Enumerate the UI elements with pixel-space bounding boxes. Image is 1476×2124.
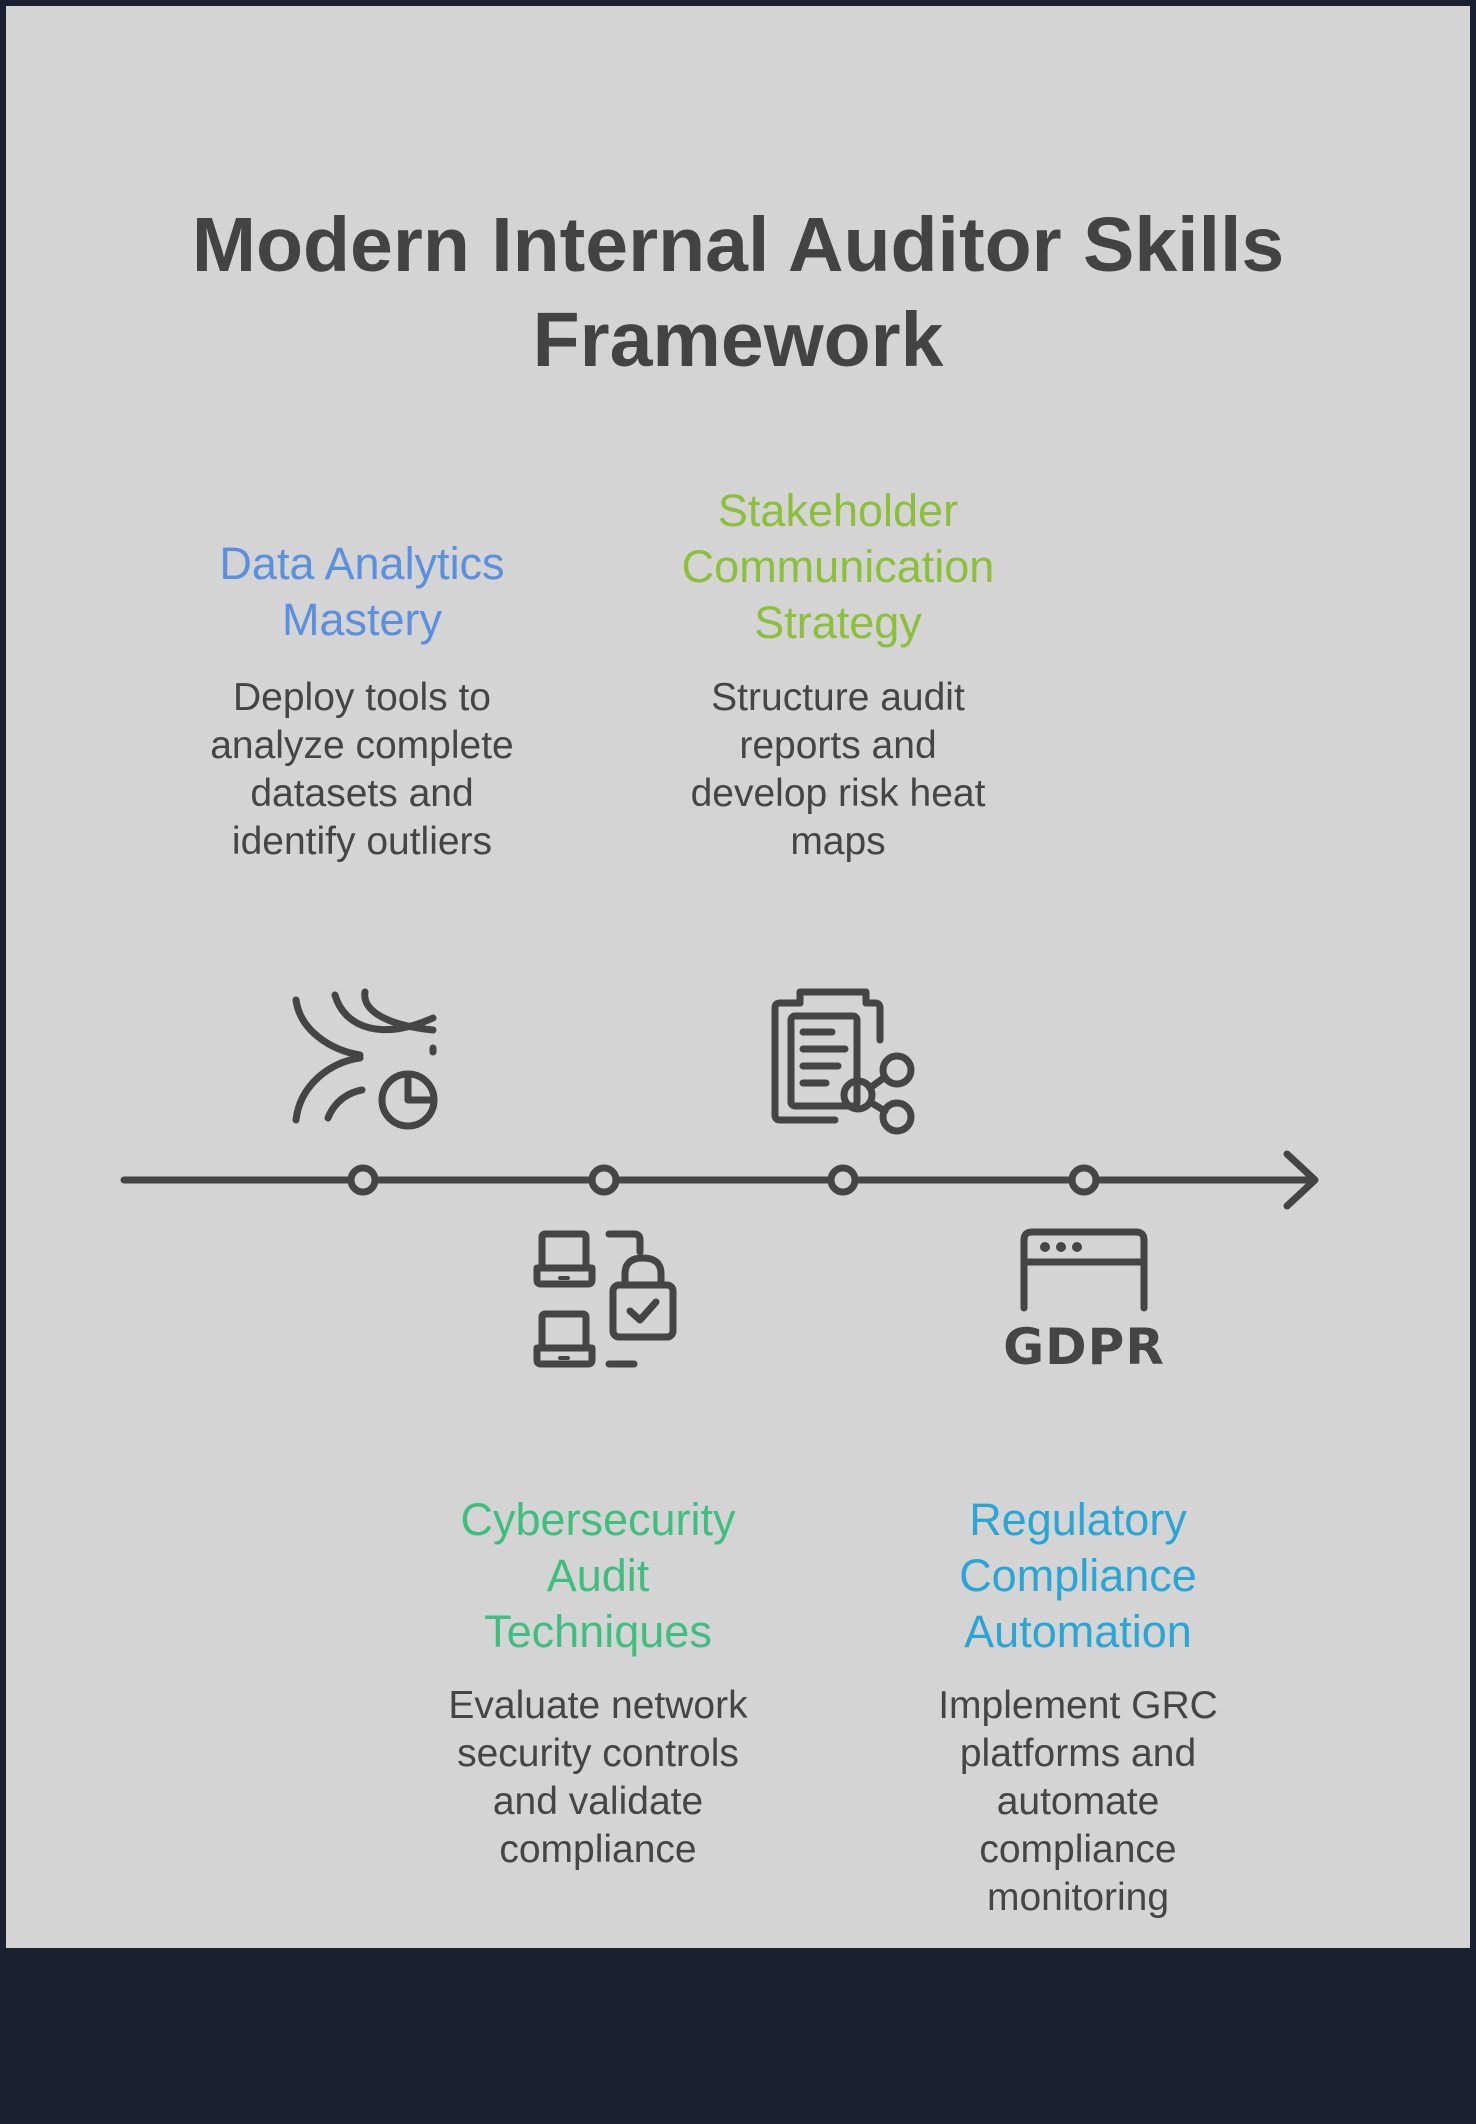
item-description-data-analytics: Deploy tools to analyze complete dataset… bbox=[172, 674, 552, 866]
clipboard-share-icon bbox=[771, 988, 915, 1135]
heading-line: Mastery bbox=[281, 594, 443, 645]
description-line: reports and bbox=[739, 724, 937, 767]
description-line: compliance bbox=[499, 1828, 697, 1871]
description-line: platforms and bbox=[959, 1732, 1197, 1775]
gdpr-browser-icon bbox=[1020, 1228, 1148, 1312]
description-line: datasets and bbox=[250, 772, 474, 815]
description-line: and validate bbox=[492, 1780, 704, 1823]
title-line-2: Framework bbox=[532, 297, 944, 383]
heading-line: Regulatory bbox=[969, 1494, 1187, 1545]
item-description-cybersecurity: Evaluate network security controls and v… bbox=[408, 1682, 788, 1874]
timeline-arrowhead bbox=[1283, 1150, 1319, 1210]
heading-line: Data Analytics bbox=[219, 538, 505, 589]
item-description-stakeholder: Structure audit reports and develop risk… bbox=[648, 674, 1028, 866]
heading-line: Stakeholder bbox=[717, 485, 959, 536]
heading-line: Audit bbox=[546, 1550, 650, 1601]
gdpr-label: GDPR bbox=[1003, 1318, 1165, 1376]
description-line: Evaluate network bbox=[448, 1684, 748, 1727]
item-heading-data-analytics: Data Analytics Mastery bbox=[172, 536, 552, 648]
heading-line: Automation bbox=[964, 1606, 1192, 1657]
laptop-keyhole-dots bbox=[558, 1276, 570, 1360]
description-line: security controls bbox=[457, 1732, 739, 1775]
laptop-lock-icon bbox=[533, 1230, 677, 1368]
timeline-marker-2 bbox=[588, 1164, 620, 1196]
heading-line: Strategy bbox=[754, 597, 922, 648]
page-title: Modern Internal Auditor Skills Framework bbox=[0, 198, 1476, 388]
timeline-marker-1 bbox=[347, 1164, 379, 1196]
title-line-1: Modern Internal Auditor Skills bbox=[191, 202, 1285, 288]
item-heading-stakeholder: Stakeholder Communication Strategy bbox=[648, 483, 1028, 651]
browser-dots bbox=[1040, 1242, 1082, 1252]
heading-line: Compliance bbox=[959, 1550, 1197, 1601]
heading-line: Communication bbox=[681, 541, 995, 592]
description-line: Deploy tools to bbox=[233, 676, 491, 719]
heading-line: Cybersecurity bbox=[460, 1494, 736, 1545]
description-line: Implement GRC bbox=[938, 1684, 1218, 1727]
description-line: monitoring bbox=[986, 1876, 1170, 1919]
timeline-marker-3 bbox=[827, 1164, 859, 1196]
description-line: identify outliers bbox=[231, 820, 493, 863]
description-line: analyze complete bbox=[210, 724, 514, 767]
description-line: automate bbox=[996, 1780, 1160, 1823]
description-line: develop risk heat bbox=[690, 772, 986, 815]
timeline-marker-4 bbox=[1068, 1164, 1100, 1196]
description-line: maps bbox=[790, 820, 886, 863]
description-line: compliance bbox=[979, 1828, 1177, 1871]
item-heading-regulatory: Regulatory Compliance Automation bbox=[888, 1492, 1268, 1660]
data-analytics-icon bbox=[292, 988, 438, 1130]
item-description-regulatory: Implement GRC platforms and automate com… bbox=[888, 1682, 1268, 1922]
item-heading-cybersecurity: Cybersecurity Audit Techniques bbox=[408, 1492, 788, 1660]
heading-line: Techniques bbox=[484, 1606, 712, 1657]
description-line: Structure audit bbox=[711, 676, 965, 719]
bottom-band bbox=[0, 1948, 1476, 2124]
infographic-panel bbox=[6, 6, 1470, 1948]
